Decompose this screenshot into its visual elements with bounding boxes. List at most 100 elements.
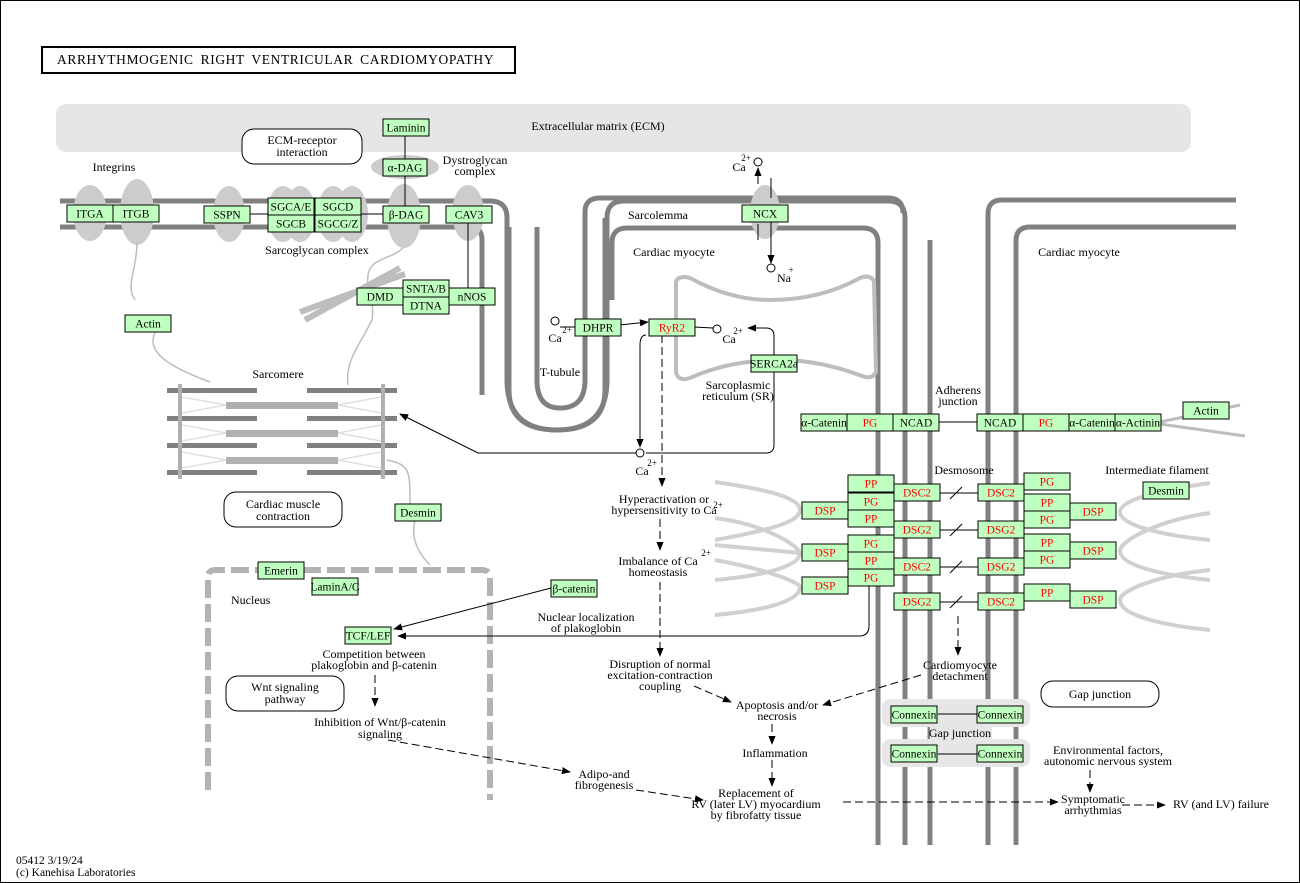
gene-ncad[interactable]: NCAD [892, 413, 940, 432]
gene-snta-b[interactable]: SNTA/B [402, 279, 450, 298]
gene-box[interactable] [550, 579, 598, 598]
gene-dsp[interactable]: DSP [1069, 590, 1117, 609]
gene-pp[interactable]: PP [1023, 493, 1071, 512]
gene-box[interactable] [1114, 413, 1162, 432]
gene-box[interactable] [203, 205, 251, 224]
gene-box[interactable] [801, 543, 849, 562]
gene-box[interactable] [750, 354, 798, 373]
gene-box[interactable] [394, 503, 442, 522]
gene-dsp[interactable]: DSP [801, 576, 849, 595]
gene-connexin[interactable]: Connexin [890, 744, 938, 763]
gene-box[interactable] [893, 483, 941, 502]
gene-box[interactable] [445, 205, 493, 224]
gene-desmin[interactable]: Desmin [394, 503, 442, 522]
gene-sgcd[interactable]: SGCD [314, 197, 362, 216]
gene-box[interactable] [382, 118, 430, 137]
gene-alpha-catenin[interactable]: α-Catenin [1068, 413, 1116, 432]
gene-box[interactable] [311, 577, 359, 596]
gene-box[interactable] [124, 314, 172, 333]
gene-actin[interactable]: Actin [1182, 401, 1230, 420]
gene-box[interactable] [1023, 472, 1071, 491]
gene-pg[interactable]: PG [1023, 550, 1071, 569]
gene-box[interactable] [977, 483, 1025, 502]
gene-sgca-e[interactable]: SGCA/E [267, 197, 315, 216]
gene-dsc2[interactable]: DSC2 [893, 557, 941, 576]
gene-box[interactable] [344, 626, 392, 645]
gene-box[interactable] [801, 576, 849, 595]
map-wnt-signaling-pathway[interactable]: Wnt signaling pathway [225, 675, 345, 712]
gene-pp[interactable]: PP [1023, 583, 1071, 602]
gene-dsp[interactable]: DSP [1069, 541, 1117, 560]
gene-dtna[interactable]: DTNA [402, 296, 450, 315]
gene-box[interactable] [648, 318, 696, 337]
gene-box[interactable] [257, 561, 305, 580]
gene-ryr2[interactable]: RyR2 [648, 318, 696, 337]
gene-box[interactable] [893, 557, 941, 576]
gene-box[interactable] [1069, 502, 1117, 521]
gene-box[interactable] [267, 214, 315, 233]
gene-pp[interactable]: PP [1023, 533, 1071, 552]
gene-pg[interactable]: PG [846, 413, 894, 432]
gene-pp[interactable]: PP [847, 509, 895, 528]
gene-box[interactable] [890, 744, 938, 763]
gene-dsc2[interactable]: DSC2 [977, 592, 1025, 611]
gene-connexin[interactable]: Connexin [976, 744, 1024, 763]
gene-box[interactable] [976, 744, 1024, 763]
gene-nnos[interactable]: nNOS [448, 287, 496, 306]
gene-desmin[interactable]: Desmin [1142, 481, 1190, 500]
gene-tcf-lef[interactable]: TCF/LEF [344, 626, 392, 645]
gene-sgcg-z[interactable]: SGCG/Z [314, 214, 362, 233]
gene-serca2a[interactable]: SERCA2a [750, 354, 798, 373]
gene-box[interactable] [314, 214, 362, 233]
gene-connexin[interactable]: Connexin [976, 705, 1024, 724]
gene-box[interactable] [1142, 481, 1190, 500]
gene-pp[interactable]: PP [847, 551, 895, 570]
gene-beta-catenin[interactable]: β-catenin [550, 579, 598, 598]
gene-ncx[interactable]: NCX [741, 204, 789, 223]
gene-box[interactable] [574, 318, 622, 337]
gene-emerin[interactable]: Emerin [257, 561, 305, 580]
gene-pg[interactable]: PG [847, 492, 895, 511]
gene-dsg2[interactable]: DSG2 [893, 592, 941, 611]
gene-box[interactable] [890, 705, 938, 724]
gene-pg[interactable]: PG [1023, 472, 1071, 491]
gene-box[interactable] [1069, 590, 1117, 609]
gene-box[interactable] [892, 413, 940, 432]
gene-dsg2[interactable]: DSG2 [893, 520, 941, 539]
gene-cav3[interactable]: CAV3 [445, 205, 493, 224]
gene-ncad[interactable]: NCAD [976, 413, 1024, 432]
gene-box[interactable] [382, 158, 428, 177]
gene-box[interactable] [382, 205, 430, 224]
gene-itgb[interactable]: ITGB [112, 204, 160, 223]
gene-pg[interactable]: PG [1022, 413, 1070, 432]
gene-sspn[interactable]: SSPN [203, 205, 251, 224]
gene-box[interactable] [893, 520, 941, 539]
gene-pg[interactable]: PG [1023, 510, 1071, 529]
map-ecm-receptor-interaction[interactable]: ECM-receptor interaction [241, 128, 363, 165]
gene-box[interactable] [977, 520, 1025, 539]
gene-box[interactable] [1069, 541, 1117, 560]
gene-box[interactable] [976, 705, 1024, 724]
gene-alpha-catenin[interactable]: α-Catenin [800, 413, 848, 432]
map-cardiac-muscle-contraction[interactable]: Cardiac muscle contraction [223, 491, 343, 528]
gene-itga[interactable]: ITGA [66, 204, 114, 223]
gene-pg[interactable]: PG [847, 534, 895, 553]
gene-pp[interactable]: PP [847, 474, 895, 493]
gene-alpha-actinin[interactable]: α-Actinin [1114, 413, 1162, 432]
gene-beta-dag[interactable]: β-DAG [382, 205, 430, 224]
gene-box[interactable] [893, 592, 941, 611]
gene-connexin[interactable]: Connexin [890, 705, 938, 724]
gene-pg[interactable]: PG [847, 568, 895, 587]
gene-dsg2[interactable]: DSG2 [977, 557, 1025, 576]
gene-laminin[interactable]: Laminin [382, 118, 430, 137]
gene-box[interactable] [741, 204, 789, 223]
gene-dsc2[interactable]: DSC2 [893, 483, 941, 502]
gene-actin[interactable]: Actin [124, 314, 172, 333]
gene-alpha-dag[interactable]: α-DAG [382, 158, 428, 177]
gene-dsc2[interactable]: DSC2 [977, 483, 1025, 502]
gene-box[interactable] [801, 501, 849, 520]
gene-dsp[interactable]: DSP [801, 543, 849, 562]
gene-box[interactable] [112, 204, 160, 223]
gene-lamina-c[interactable]: LaminA/C [310, 577, 360, 596]
gene-box[interactable] [448, 287, 496, 306]
